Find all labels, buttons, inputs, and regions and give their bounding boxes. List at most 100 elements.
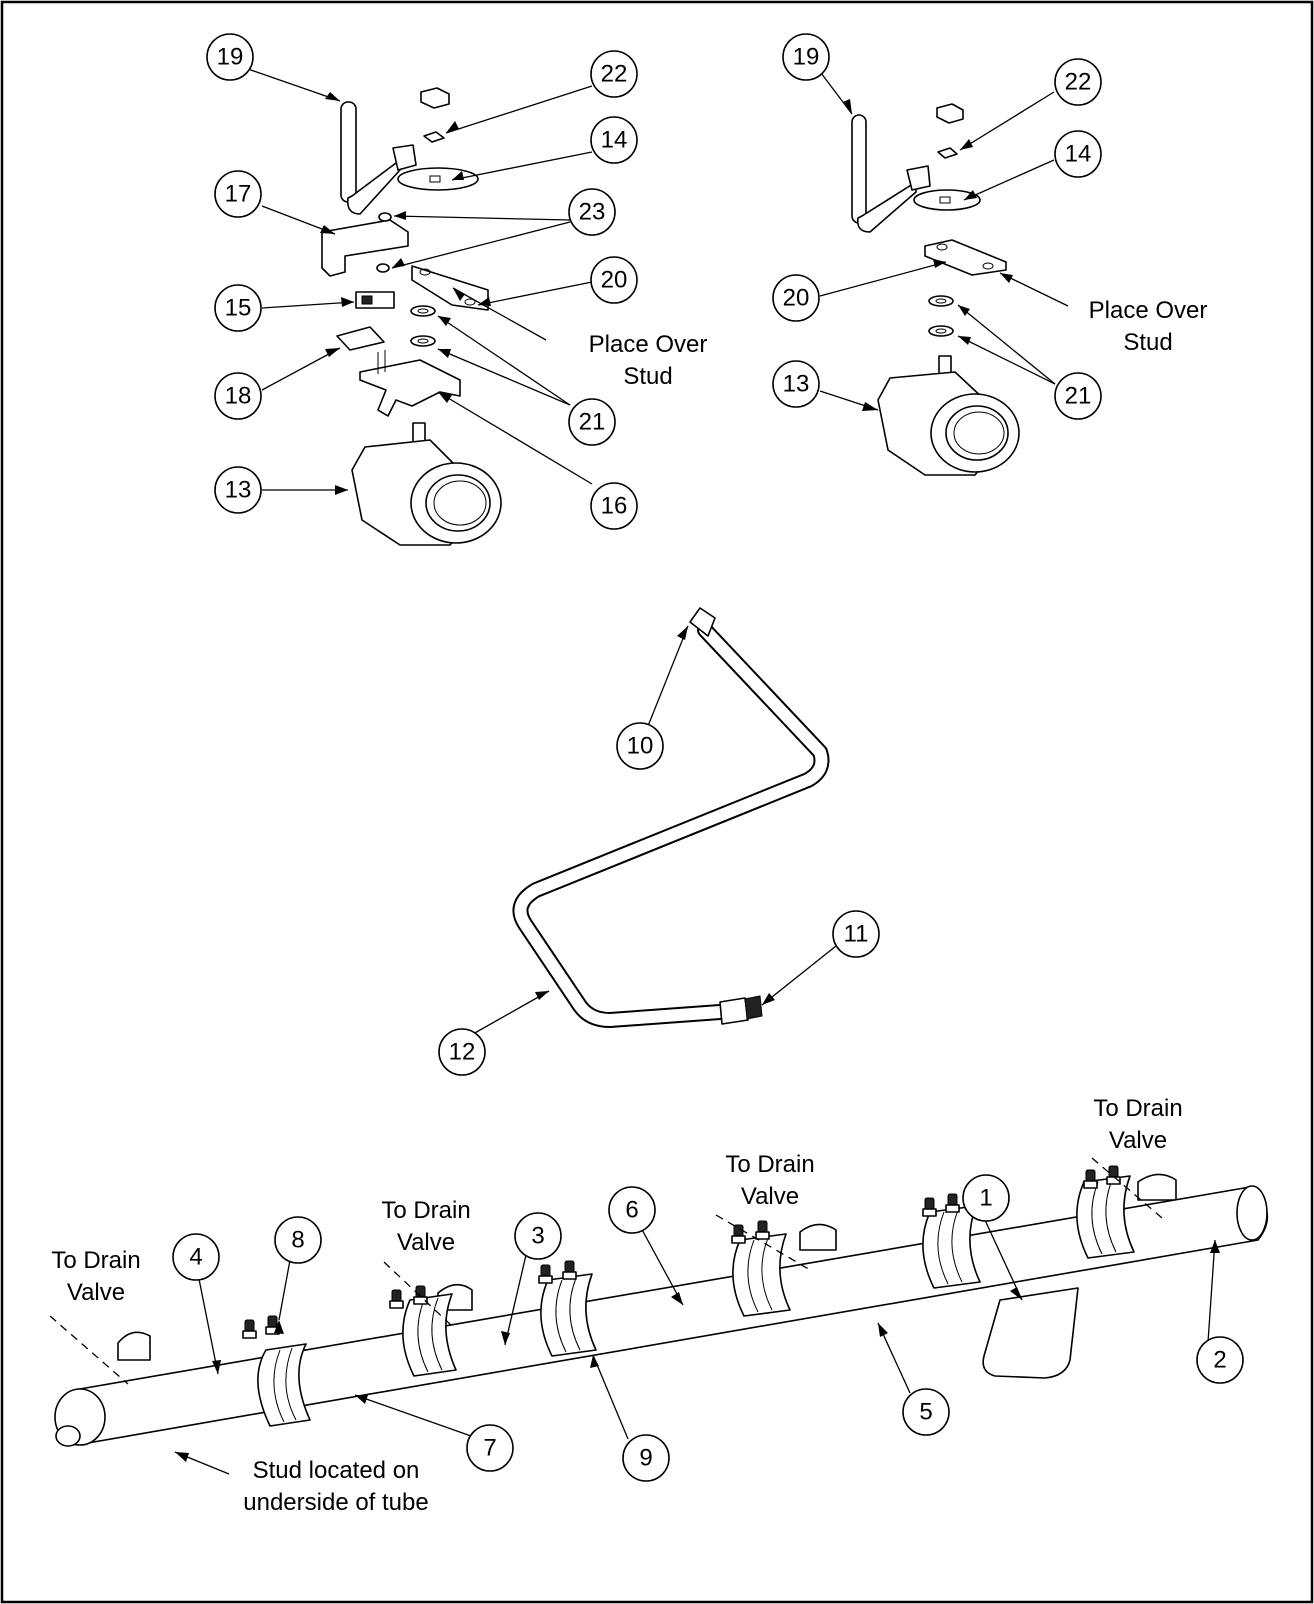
balloon-10: 10	[616, 722, 664, 770]
item-number: 22	[601, 61, 628, 88]
stop-plate	[924, 239, 1007, 276]
washer	[410, 305, 436, 317]
note-drain-4: To Drain	[1093, 1095, 1182, 1122]
item-number: 4	[189, 1244, 202, 1271]
item-number: 20	[783, 285, 810, 312]
balloon-8: 8	[274, 1216, 322, 1264]
washer	[928, 325, 954, 337]
balloon-16: 16	[590, 482, 638, 530]
balloon-17: 17	[214, 170, 262, 218]
switch-bracket	[321, 219, 409, 277]
left-valve-assembly	[321, 87, 502, 546]
item-number: 18	[225, 383, 252, 410]
item-number: 1	[979, 1185, 992, 1212]
balloon-15: 15	[214, 284, 262, 332]
item-number: 14	[1065, 141, 1092, 168]
tee-outlet	[982, 1287, 1079, 1379]
item-number: 23	[579, 199, 606, 226]
coupling	[922, 1205, 981, 1289]
hex-nut	[420, 87, 450, 109]
item-number: 20	[601, 267, 628, 294]
item-number: 12	[449, 1039, 476, 1066]
note-drain-4b: Valve	[1109, 1127, 1167, 1154]
valve-handle-left	[340, 101, 479, 215]
item-number: 19	[217, 44, 244, 71]
balloon-9: 9	[622, 1434, 670, 1482]
note-drain-3b: Valve	[741, 1183, 799, 1210]
ball-valve-left	[351, 422, 502, 546]
balloon-20-right: 20	[772, 274, 820, 322]
item-number: 17	[225, 181, 252, 208]
item-number: 9	[639, 1445, 652, 1472]
switch-pad	[336, 326, 385, 351]
note-drain-2: To Drain	[381, 1197, 470, 1224]
balloon-12: 12	[438, 1028, 486, 1076]
balloon-14-left: 14	[590, 116, 638, 164]
washer	[928, 295, 954, 307]
balloon-7: 7	[466, 1424, 514, 1472]
drain-dashed-lines	[49, 1157, 1163, 1385]
note-drain-3: To Drain	[725, 1151, 814, 1178]
ball-valve-right	[877, 355, 1020, 476]
balloon-3: 3	[514, 1212, 562, 1260]
hose-fitting-bottom	[719, 997, 749, 1025]
item-number: 13	[783, 371, 810, 398]
balloon-18: 18	[214, 372, 262, 420]
balloon-19-left: 19	[206, 33, 254, 81]
note-stud-location-2: underside of tube	[243, 1489, 428, 1516]
valve-handle-right	[851, 114, 981, 233]
hose-assembly	[512, 607, 830, 1028]
note-place-over-stud-left-2: Stud	[623, 363, 672, 390]
balloon-22-left: 22	[590, 50, 638, 98]
balloon-21-right: 21	[1054, 372, 1102, 420]
item-number: 22	[1065, 69, 1092, 96]
coupling	[402, 1293, 457, 1377]
balloon-13-left: 13	[214, 466, 262, 514]
lock-tab	[937, 147, 958, 159]
item-number: 13	[225, 477, 252, 504]
item-number: 21	[1065, 383, 1092, 410]
balloon-1: 1	[962, 1174, 1010, 1222]
balloon-6: 6	[608, 1186, 656, 1234]
washer	[410, 335, 436, 347]
item-number: 3	[531, 1223, 544, 1250]
item-number: 11	[844, 921, 869, 948]
right-valve-assembly	[851, 103, 1020, 476]
boom-tube-assembly	[54, 1165, 1269, 1447]
coupling	[257, 1343, 311, 1427]
item-number: 5	[919, 1399, 932, 1426]
balloon-5: 5	[902, 1388, 950, 1436]
balloon-14-right: 14	[1054, 130, 1102, 178]
item-number: 14	[601, 127, 628, 154]
note-place-over-stud-right-2: Stud	[1123, 329, 1172, 356]
item-number: 16	[601, 493, 628, 520]
balloon-19-right: 19	[782, 33, 830, 81]
note-place-over-stud-left: Place Over	[589, 331, 708, 358]
item-number: 15	[225, 295, 252, 322]
hex-nut	[936, 103, 964, 124]
item-number: 21	[579, 409, 606, 436]
balloon-23: 23	[568, 188, 616, 236]
note-drain-2b: Valve	[397, 1229, 455, 1256]
balloon-11: 11	[832, 910, 880, 958]
lock-tab	[423, 131, 445, 143]
stop-plate	[411, 265, 489, 311]
item-number: 10	[627, 733, 654, 760]
balloon-4: 4	[172, 1233, 220, 1281]
coupling	[540, 1273, 597, 1357]
balloon-13-right: 13	[772, 360, 820, 408]
arrowheads	[175, 92, 1220, 1462]
hose-tube	[512, 622, 830, 1028]
item-number: 2	[1213, 1347, 1226, 1374]
mount-bracket	[359, 359, 461, 417]
balloon-2: 2	[1196, 1336, 1244, 1384]
item-number: 7	[483, 1435, 496, 1462]
note-drain-1: To Drain	[51, 1247, 140, 1274]
clamp-screws	[242, 1165, 1121, 1339]
note-place-over-stud-right: Place Over	[1089, 297, 1208, 324]
note-drain-1b: Valve	[67, 1279, 125, 1306]
balloon-22-right: 22	[1054, 58, 1102, 106]
